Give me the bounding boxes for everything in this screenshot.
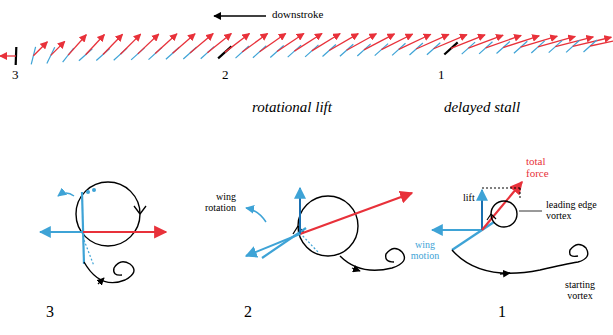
panel-delayed-stall — [432, 182, 588, 274]
panel-number: 2 — [244, 304, 252, 321]
direction-arrow — [214, 15, 266, 16]
wing-position — [427, 43, 440, 55]
force-arrow — [503, 36, 539, 48]
direction-label: downstroke — [272, 9, 323, 21]
callout-number: 2 — [222, 68, 229, 82]
force-arrow — [155, 34, 177, 54]
vortex-label: leading edge vortex — [546, 200, 602, 221]
motion-label: wing motion — [405, 240, 445, 261]
force-arrow — [329, 34, 358, 51]
wing-position — [479, 42, 492, 54]
force-arrow — [364, 34, 395, 50]
force-arrow — [312, 34, 340, 51]
wing-position — [31, 47, 35, 64]
panel-rotational-lift — [246, 188, 412, 271]
force-arrow — [277, 33, 304, 51]
force-arrow — [103, 34, 123, 54]
lift-label: lift — [463, 193, 475, 204]
phase-title: rotational lift — [250, 100, 334, 116]
force-arrow — [416, 34, 449, 49]
force-arrow — [260, 33, 286, 51]
force-arrow — [590, 38, 613, 46]
force-arrow — [33, 42, 47, 56]
force-arrow — [173, 34, 195, 54]
force-arrow — [0, 55, 16, 56]
vortex-label: starting vortex — [552, 280, 608, 301]
force-label: total force — [526, 156, 566, 179]
force-arrow — [486, 35, 521, 47]
force-arrow — [294, 33, 322, 51]
callout-number: 3 — [12, 68, 19, 82]
wing-sequence — [0, 33, 613, 65]
force-arrow — [434, 35, 467, 49]
force-arrow — [68, 35, 86, 55]
force-arrow — [138, 34, 159, 54]
panel-rotational-end — [40, 182, 166, 284]
force-arrow — [347, 34, 377, 50]
force-arrow — [399, 34, 431, 49]
force-arrow — [381, 34, 412, 50]
rotation-label: wing rotation — [190, 192, 236, 213]
force-arrow — [468, 35, 503, 48]
force-arrow — [51, 41, 65, 55]
phase-title: delayed stall — [440, 100, 524, 116]
force-arrow — [86, 34, 105, 54]
panel-number: 1 — [498, 304, 506, 321]
force-arrow — [120, 34, 140, 54]
wing-position — [340, 44, 353, 56]
panel-number: 3 — [46, 304, 54, 321]
force-arrow — [451, 35, 485, 49]
callout-number: 1 — [438, 68, 445, 82]
